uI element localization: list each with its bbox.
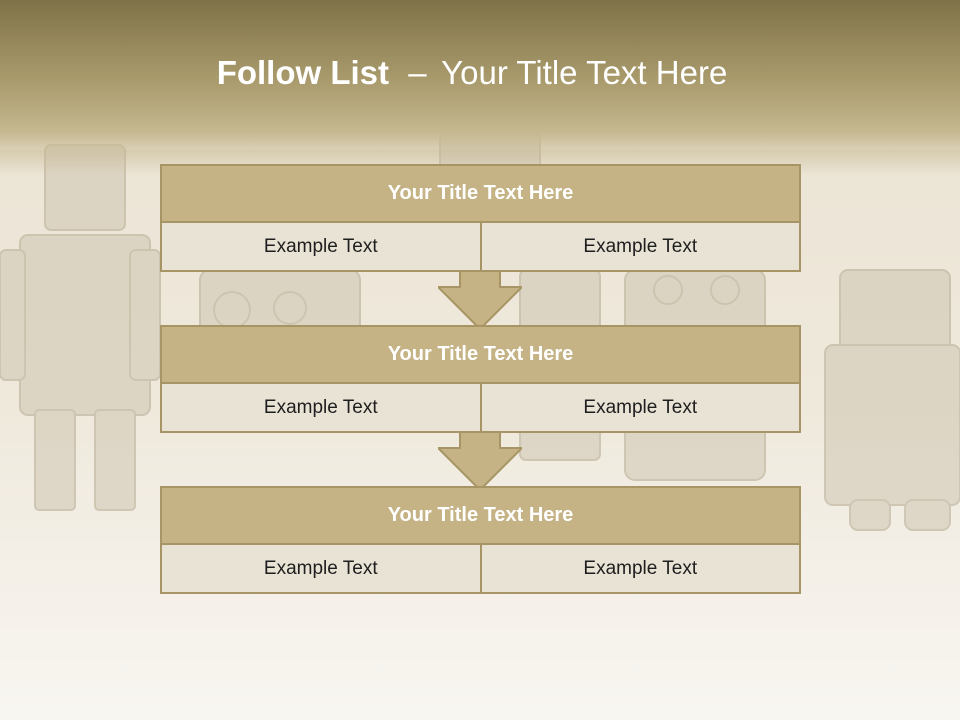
title-rest-part: Your Title Text Here <box>441 54 728 91</box>
block-cell-right: Example Text <box>479 545 799 592</box>
block-row: Example Text Example Text <box>162 223 799 270</box>
list-block-2: Your Title Text Here Example Text Exampl… <box>160 325 801 433</box>
block-cell-right: Example Text <box>479 223 799 270</box>
block-row: Example Text Example Text <box>162 545 799 592</box>
block-cell-left: Example Text <box>162 223 480 270</box>
slide-title: Follow List – Your Title Text Here <box>0 54 944 92</box>
title-separator: – <box>408 54 427 91</box>
block-cell-left: Example Text <box>162 545 480 592</box>
header-band <box>0 0 960 175</box>
block-heading: Your Title Text Here <box>162 327 799 384</box>
list-block-1: Your Title Text Here Example Text Exampl… <box>160 164 801 272</box>
block-heading: Your Title Text Here <box>162 488 799 545</box>
block-cell-left: Example Text <box>162 384 480 431</box>
block-row: Example Text Example Text <box>162 384 799 431</box>
block-heading: Your Title Text Here <box>162 166 799 223</box>
title-bold-part: Follow List <box>216 54 390 91</box>
block-cell-right: Example Text <box>479 384 799 431</box>
down-arrow-icon <box>438 432 522 490</box>
list-block-3: Your Title Text Here Example Text Exampl… <box>160 486 801 594</box>
down-arrow-icon <box>438 271 522 329</box>
